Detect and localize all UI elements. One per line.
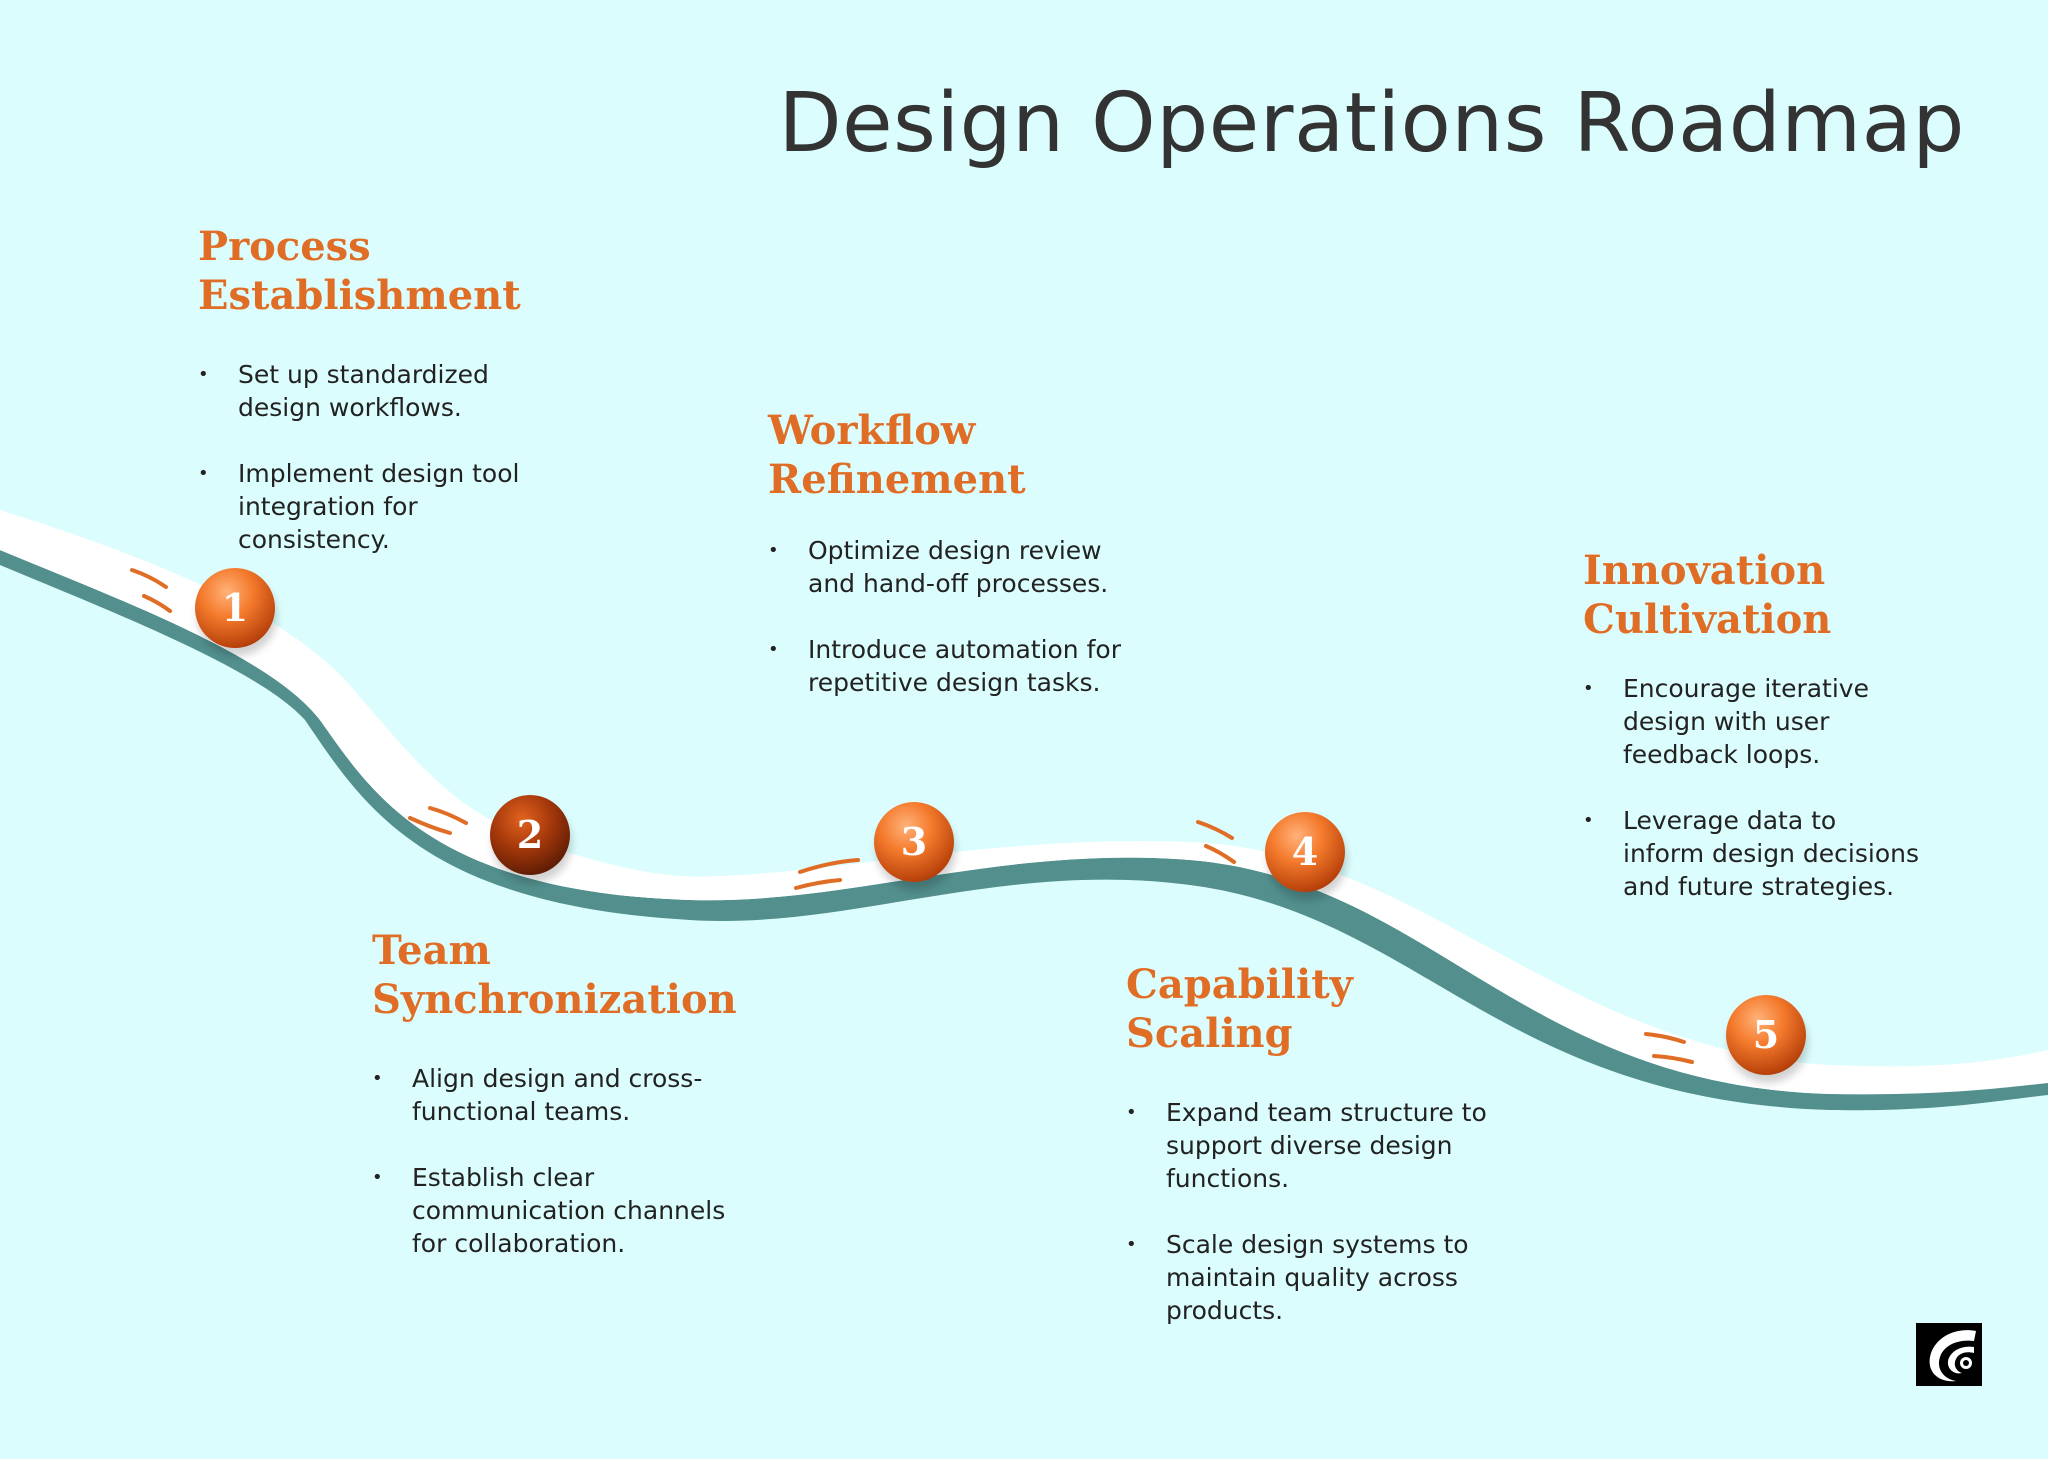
stage-title: Workflow Refinement <box>768 406 1128 504</box>
stage-title: Innovation Cultivation <box>1583 546 1923 644</box>
stage-marker-3: 3 <box>874 802 954 882</box>
stage-title-line: Refinement <box>768 456 1026 503</box>
stage-marker-2: 2 <box>490 795 570 875</box>
stage-title-line: Scaling <box>1126 1010 1293 1057</box>
motion-lines <box>130 568 1694 1064</box>
bullet-item: Scale design systems to maintain quality… <box>1126 1228 1506 1327</box>
stage-2: Team Synchronization Align design and cr… <box>372 926 752 1293</box>
bullet-item: Expand team structure to support diverse… <box>1126 1096 1506 1195</box>
stage-bullets: Optimize design review and hand-off proc… <box>768 534 1128 699</box>
stage-title-line: Workflow <box>768 407 976 454</box>
stage-marker-1: 1 <box>195 568 275 648</box>
stage-5: Innovation Cultivation Encourage iterati… <box>1583 546 1923 936</box>
stage-bullets: Encourage iterative design with user fee… <box>1583 672 1923 903</box>
stage-title-line: Capability <box>1126 961 1353 1008</box>
road-surface-fill <box>0 510 2048 1095</box>
stage-title-line: Establishment <box>198 272 521 319</box>
stage-title-line: Team <box>372 927 491 974</box>
stage-title: Team Synchronization <box>372 926 752 1024</box>
bullet-item: Set up standardized design workflows. <box>198 358 558 424</box>
swirl-logo-icon <box>1916 1323 1982 1386</box>
stage-title-line: Innovation <box>1583 547 1826 594</box>
stage-title-line: Process <box>198 223 371 270</box>
bullet-item: Align design and cross-functional teams. <box>372 1062 752 1128</box>
stage-title-line: Synchronization <box>372 976 737 1023</box>
stage-title: Capability Scaling <box>1126 960 1506 1058</box>
stage-1: Process Establishment Set up standardize… <box>198 222 558 589</box>
stage-bullets: Align design and cross-functional teams.… <box>372 1062 752 1260</box>
bullet-item: Introduce automation for repetitive desi… <box>768 633 1128 699</box>
stage-bullets: Expand team structure to support diverse… <box>1126 1096 1506 1327</box>
bullet-item: Leverage data to inform design decisions… <box>1583 804 1923 903</box>
page-title: Design Operations Roadmap <box>778 76 1965 171</box>
stage-title-line: Cultivation <box>1583 596 1832 643</box>
stage-marker-4: 4 <box>1265 812 1345 892</box>
stage-title: Process Establishment <box>198 222 558 320</box>
bullet-item: Implement design tool integration for co… <box>198 457 558 556</box>
road-edge <box>0 550 2048 1111</box>
bullet-item: Encourage iterative design with user fee… <box>1583 672 1923 771</box>
bullet-item: Establish clear communication channels f… <box>372 1161 752 1260</box>
stage-marker-5: 5 <box>1726 995 1806 1075</box>
bullet-item: Optimize design review and hand-off proc… <box>768 534 1128 600</box>
stage-4: Capability Scaling Expand team structure… <box>1126 960 1506 1360</box>
stage-bullets: Set up standardized design workflows. Im… <box>198 358 558 556</box>
stage-3: Workflow Refinement Optimize design revi… <box>768 406 1128 732</box>
